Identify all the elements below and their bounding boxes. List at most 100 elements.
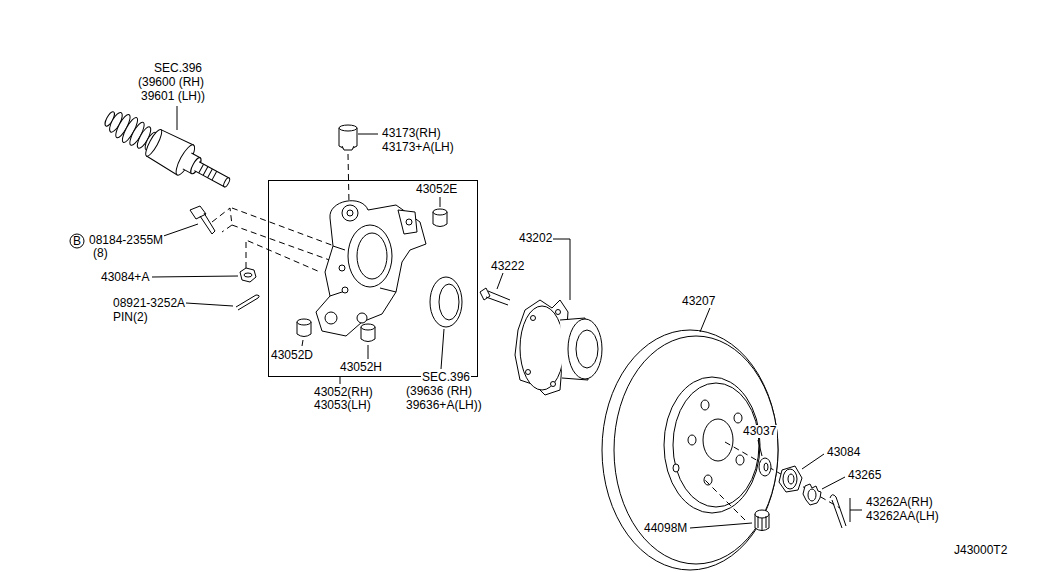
- leader-line: [802, 454, 824, 469]
- line-art: [486, 291, 510, 305]
- part-number: 43052H: [339, 361, 383, 374]
- line-art: [808, 489, 816, 501]
- leader-line: [440, 197, 441, 207]
- callout-number: SEC.396: [153, 62, 203, 75]
- line-art: [199, 164, 217, 180]
- line-art: [788, 474, 794, 484]
- line-art: [576, 330, 598, 368]
- line-art: [673, 383, 759, 507]
- part-number: 43052D: [270, 349, 314, 362]
- line-art: [602, 330, 778, 570]
- line-art: [439, 284, 459, 320]
- line-art: [316, 201, 426, 336]
- bushing: [297, 209, 447, 342]
- line-art: [803, 484, 821, 505]
- drive-shaft: [99, 103, 237, 199]
- cotter-pin: [830, 495, 846, 528]
- callout-number: 43222: [490, 260, 525, 273]
- line-art: [736, 455, 744, 465]
- callout-number: SEC.396: [421, 371, 471, 384]
- seal-ring: [430, 277, 462, 327]
- leader-line: [302, 340, 303, 346]
- line-art: [526, 370, 531, 375]
- line-art: [143, 128, 164, 158]
- bushing: [339, 125, 357, 150]
- line-art: [240, 268, 256, 282]
- callout-number: (8): [92, 247, 109, 260]
- reference-mark: B: [71, 235, 83, 248]
- line-art: [614, 336, 778, 564]
- line-art: [348, 225, 392, 287]
- leader-line: [186, 303, 233, 306]
- line-art: [342, 205, 358, 221]
- callout-number: 43202: [518, 232, 553, 245]
- line-art: [779, 466, 802, 492]
- callout-number: PIN(2): [112, 311, 149, 324]
- bolt: [190, 206, 215, 234]
- line-art: [339, 125, 357, 131]
- callout-number: 08921-3252A: [112, 297, 186, 310]
- line-art: [703, 419, 733, 461]
- assembly-line: [705, 442, 840, 520]
- leader-line: [368, 345, 369, 359]
- plug: [755, 510, 769, 531]
- line-art: [430, 277, 462, 327]
- callout-number: (39600 (RH): [137, 76, 205, 89]
- part-number: 43052E: [415, 183, 458, 196]
- line-art: [190, 206, 206, 219]
- callout-number: 43037: [742, 425, 777, 438]
- line-art: [222, 177, 230, 188]
- group-box: 43052(RH) 43053(LH)43052E43052D43052H: [268, 180, 478, 377]
- line-art: [398, 210, 417, 234]
- assembly-line: [348, 154, 349, 204]
- hub-bolt: [480, 288, 510, 305]
- callout-number: 39601 (LH)): [140, 90, 206, 103]
- callout-number: (39636 (RH): [405, 385, 473, 398]
- callout-number: 43173+A(LH): [381, 141, 455, 154]
- washer: [759, 458, 771, 476]
- line-art: [759, 458, 771, 476]
- line-art: [244, 273, 252, 277]
- hub-nut: [779, 466, 802, 492]
- knuckle: [316, 201, 426, 336]
- leader-line: [822, 477, 845, 489]
- nut: [240, 268, 256, 282]
- line-art: [568, 319, 602, 379]
- line-art: [556, 310, 561, 315]
- callout-number: 43084+A: [100, 271, 150, 284]
- line-art: [551, 382, 556, 387]
- line-art: [339, 265, 345, 271]
- drawing-number: J43000T2: [953, 544, 1008, 557]
- callout-number: 43262A(RH): [865, 496, 934, 509]
- assembly-line: [212, 208, 345, 272]
- leader-line: [152, 276, 238, 277]
- cotter-pin: [236, 295, 259, 310]
- line-art: [664, 377, 760, 513]
- leader-line: [758, 440, 762, 456]
- line-art: [433, 209, 447, 215]
- line-art: [342, 146, 354, 150]
- line-art: [325, 312, 337, 324]
- line-art: [783, 469, 797, 489]
- group-part-number: 43052(RH) 43053(LH): [313, 386, 381, 412]
- line-art: [406, 219, 412, 225]
- line-art: [701, 400, 709, 410]
- callout-number: 43207: [681, 295, 716, 308]
- leader-line: [850, 498, 862, 522]
- nut-cap: [803, 484, 821, 505]
- brake-disc: [602, 330, 778, 570]
- line-art: [212, 231, 215, 234]
- wheel-hub: [515, 300, 602, 395]
- line-art: [347, 210, 353, 216]
- line-art: [531, 316, 536, 321]
- callout-number: 43173(RH): [381, 127, 442, 140]
- line-art: [330, 246, 396, 296]
- line-art: [297, 319, 311, 325]
- leader-line: [358, 134, 378, 135]
- line-art: [755, 510, 769, 518]
- leader-line: [441, 329, 444, 369]
- line-art: [758, 516, 766, 531]
- line-art: [673, 464, 679, 472]
- line-art: [764, 463, 768, 471]
